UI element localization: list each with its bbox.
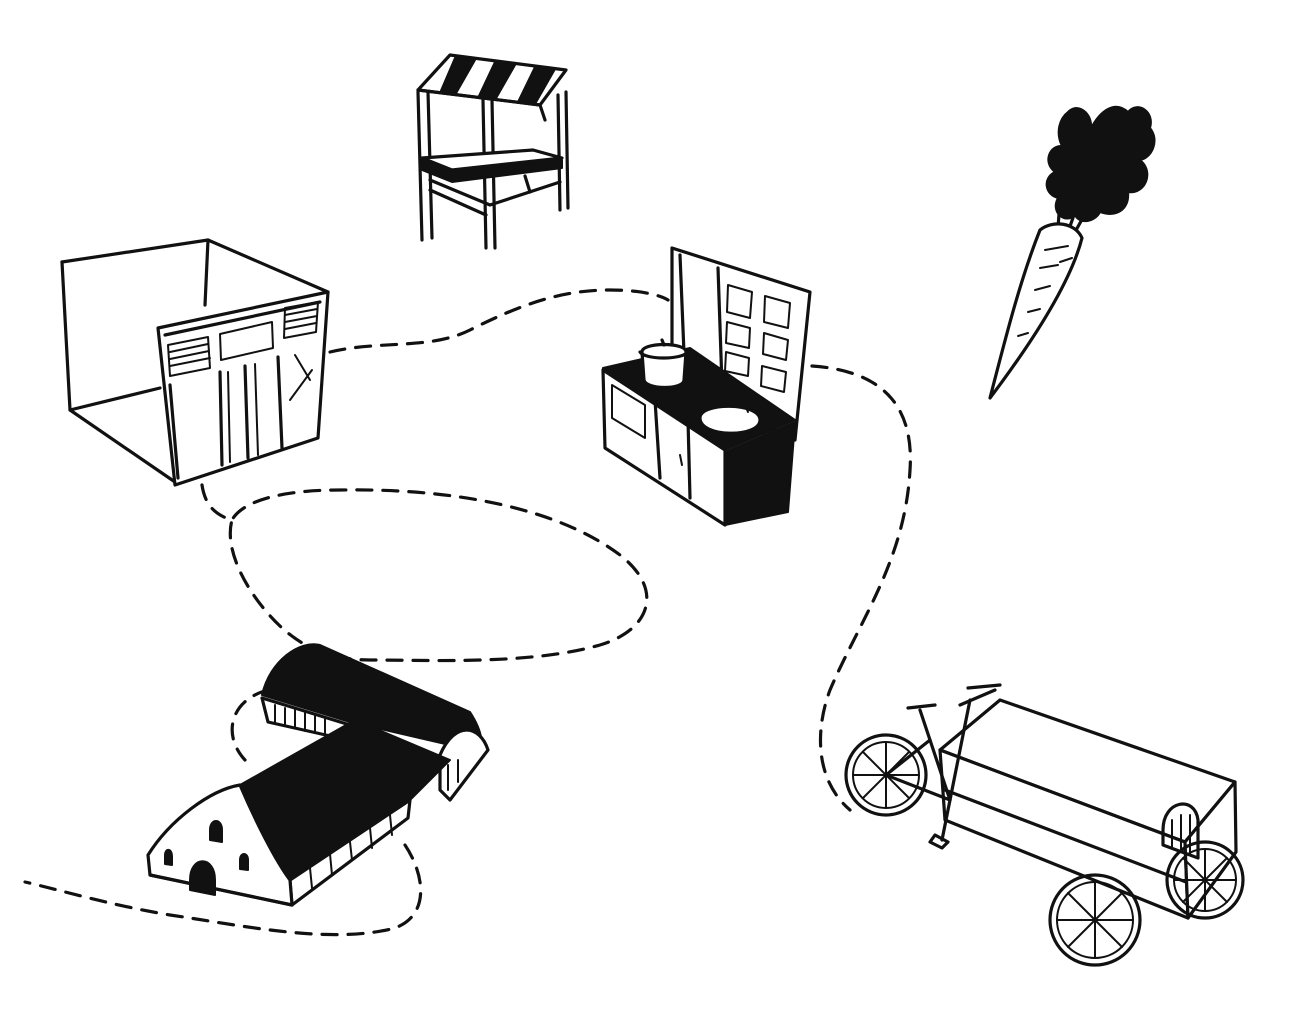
cargo-bike-icon: [844, 683, 1245, 967]
bike-front-wheel-left: [1048, 873, 1142, 967]
carrot-icon: [988, 105, 1156, 400]
route-greenhouse-kitchen: [328, 288, 670, 354]
kitchen-icon: [601, 246, 812, 527]
route-farm-left: [230, 688, 270, 762]
bike-rear-wheel: [844, 733, 928, 817]
route-kitchen-bike: [810, 364, 912, 812]
route-farm-exit: [23, 843, 423, 937]
market-stall-icon: [416, 53, 570, 250]
route-greenhouse-loop: [200, 483, 649, 663]
greenhouse-icon: [60, 238, 330, 487]
dashed-route: [23, 288, 912, 937]
farm-buildings-icon: [146, 643, 490, 907]
bike-front-wheel-right: [1165, 840, 1245, 920]
